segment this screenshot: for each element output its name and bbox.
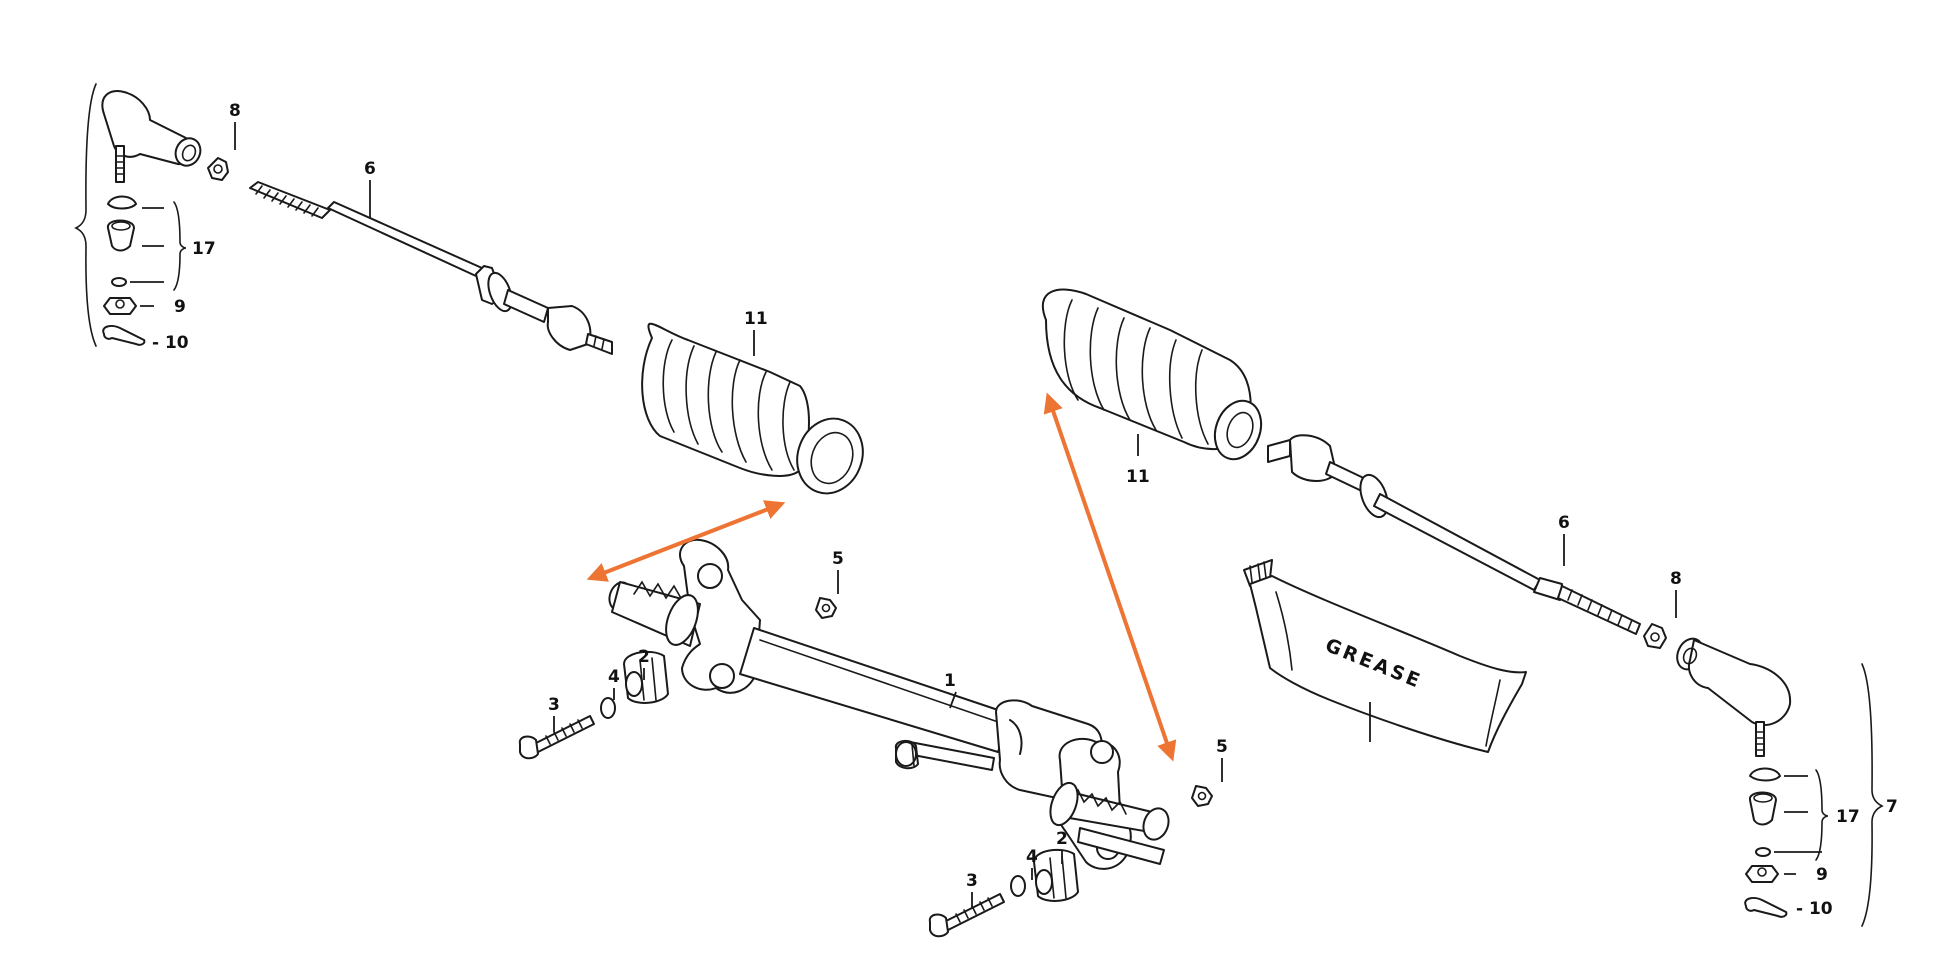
callout-2-right: 2	[1056, 829, 1068, 849]
grease-tube	[1243, 559, 1527, 753]
callout-8-left: 8	[229, 101, 241, 121]
castle-nut-right	[1745, 865, 1779, 883]
washer-left	[600, 697, 616, 719]
callout-3-right: 3	[966, 871, 978, 891]
bushing-left	[623, 650, 669, 704]
cotter-pin-right	[1744, 897, 1788, 918]
callout-6-right: 6	[1558, 513, 1570, 533]
boot-direction-arrow-left	[586, 500, 786, 582]
kit-17-bracket-left	[173, 201, 187, 291]
callout-10-right: - 10	[1796, 899, 1833, 919]
callout-11-right: 11	[1126, 467, 1150, 487]
tie-rod-end-left	[101, 90, 202, 183]
tie-rod-left	[249, 181, 613, 355]
callout-1: 1	[944, 671, 956, 691]
boot-kit-left	[107, 195, 137, 287]
callout-9-right: 9	[1816, 865, 1828, 885]
callout-17-right: 17	[1836, 807, 1860, 827]
rubber-boot-left	[641, 322, 864, 495]
washer-right	[1010, 875, 1026, 897]
callout-9-left: 9	[174, 297, 186, 317]
cotter-pin-left	[102, 325, 146, 346]
bolt-right	[928, 893, 1005, 938]
callout-17-left: 17	[192, 239, 216, 259]
mount-nut-top	[815, 597, 837, 619]
steering-rack-housing	[608, 538, 1170, 870]
tie-rod-right	[1267, 434, 1641, 635]
bolt-left	[518, 715, 595, 760]
kit-bracket-right	[1861, 663, 1884, 927]
kit-bracket-left	[74, 83, 97, 347]
rubber-boot-right	[1041, 288, 1263, 461]
leader-lines	[234, 122, 1677, 908]
hex-nut-left	[207, 157, 229, 181]
callout-6-left: 6	[364, 159, 376, 179]
callout-2-left: 2	[638, 647, 650, 667]
callout-5-top: 5	[832, 549, 844, 569]
callout-10-left: - 10	[152, 333, 189, 353]
hex-nut-right	[1643, 623, 1667, 649]
castle-nut-left	[103, 297, 137, 315]
callout-11-left: 11	[744, 309, 768, 329]
bushing-right	[1033, 848, 1079, 902]
boot-direction-arrow-right	[1043, 392, 1177, 762]
mount-nut-right	[1191, 785, 1213, 807]
callout-3-left: 3	[548, 695, 560, 715]
callout-5-right: 5	[1216, 737, 1228, 757]
callout-4-right: 4	[1026, 847, 1038, 867]
tie-rod-end-right	[1676, 637, 1792, 757]
callout-8-right: 8	[1670, 569, 1682, 589]
kit-17-bracket-right	[1815, 769, 1829, 861]
callout-7: 7	[1886, 797, 1898, 817]
callout-4-left: 4	[608, 667, 620, 687]
boot-kit-right	[1749, 767, 1781, 857]
